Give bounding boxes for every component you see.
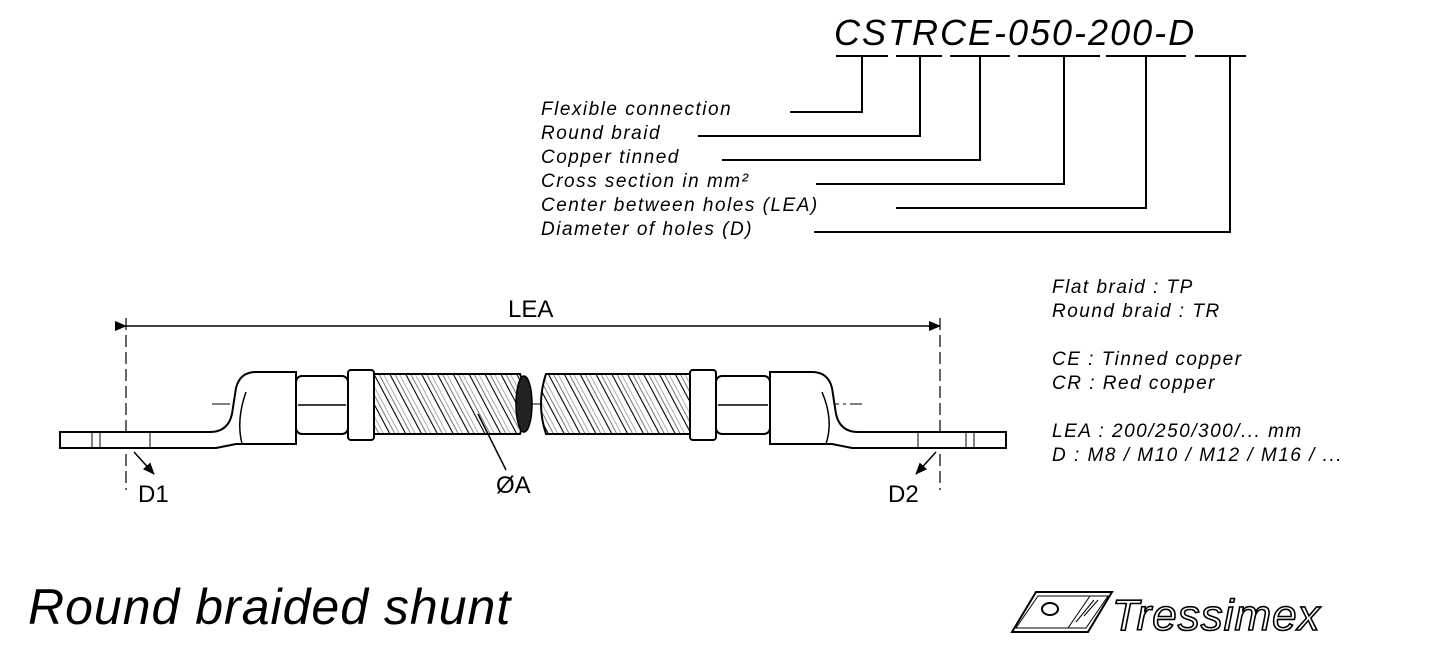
note-lea-values: LEA : 200/250/300/... mm bbox=[1052, 421, 1303, 442]
note-hole-sizes: D : M8 / M10 / M12 / M16 / ... bbox=[1052, 445, 1344, 466]
page-title: Round braided shunt bbox=[28, 579, 512, 635]
lea-dimension bbox=[115, 318, 941, 490]
hole-d1-label: D1 bbox=[138, 481, 169, 508]
braid-left bbox=[373, 373, 533, 435]
lea-label: LEA bbox=[508, 296, 554, 323]
legend-cross-section: Cross section in mm² bbox=[541, 171, 750, 192]
note-flat-braid: Flat braid : TP bbox=[1052, 277, 1194, 298]
hole-d2-label: D2 bbox=[888, 481, 919, 508]
legend-flexible-connection: Flexible connection bbox=[541, 99, 733, 120]
legend-center-between-holes: Center between holes (LEA) bbox=[541, 195, 819, 216]
diameter-label: ØA bbox=[496, 472, 531, 499]
left-terminal-lug bbox=[59, 369, 375, 449]
part-code: CSTRCE-050-200-D bbox=[834, 12, 1197, 53]
d2-leader bbox=[915, 451, 937, 475]
note-round-braid: Round braid : TR bbox=[1052, 301, 1221, 322]
legend-copper-tinned: Copper tinned bbox=[541, 147, 680, 168]
diameter-leader bbox=[477, 413, 507, 471]
legend-diameter-of-holes: Diameter of holes (D) bbox=[541, 219, 754, 240]
right-terminal-lug bbox=[689, 369, 1007, 449]
note-tinned-copper: CE : Tinned copper bbox=[1052, 349, 1243, 370]
braid-right bbox=[540, 373, 691, 435]
legend-round-braid: Round braid bbox=[541, 123, 662, 144]
note-red-copper: CR : Red copper bbox=[1052, 373, 1217, 394]
d1-leader bbox=[133, 451, 155, 475]
